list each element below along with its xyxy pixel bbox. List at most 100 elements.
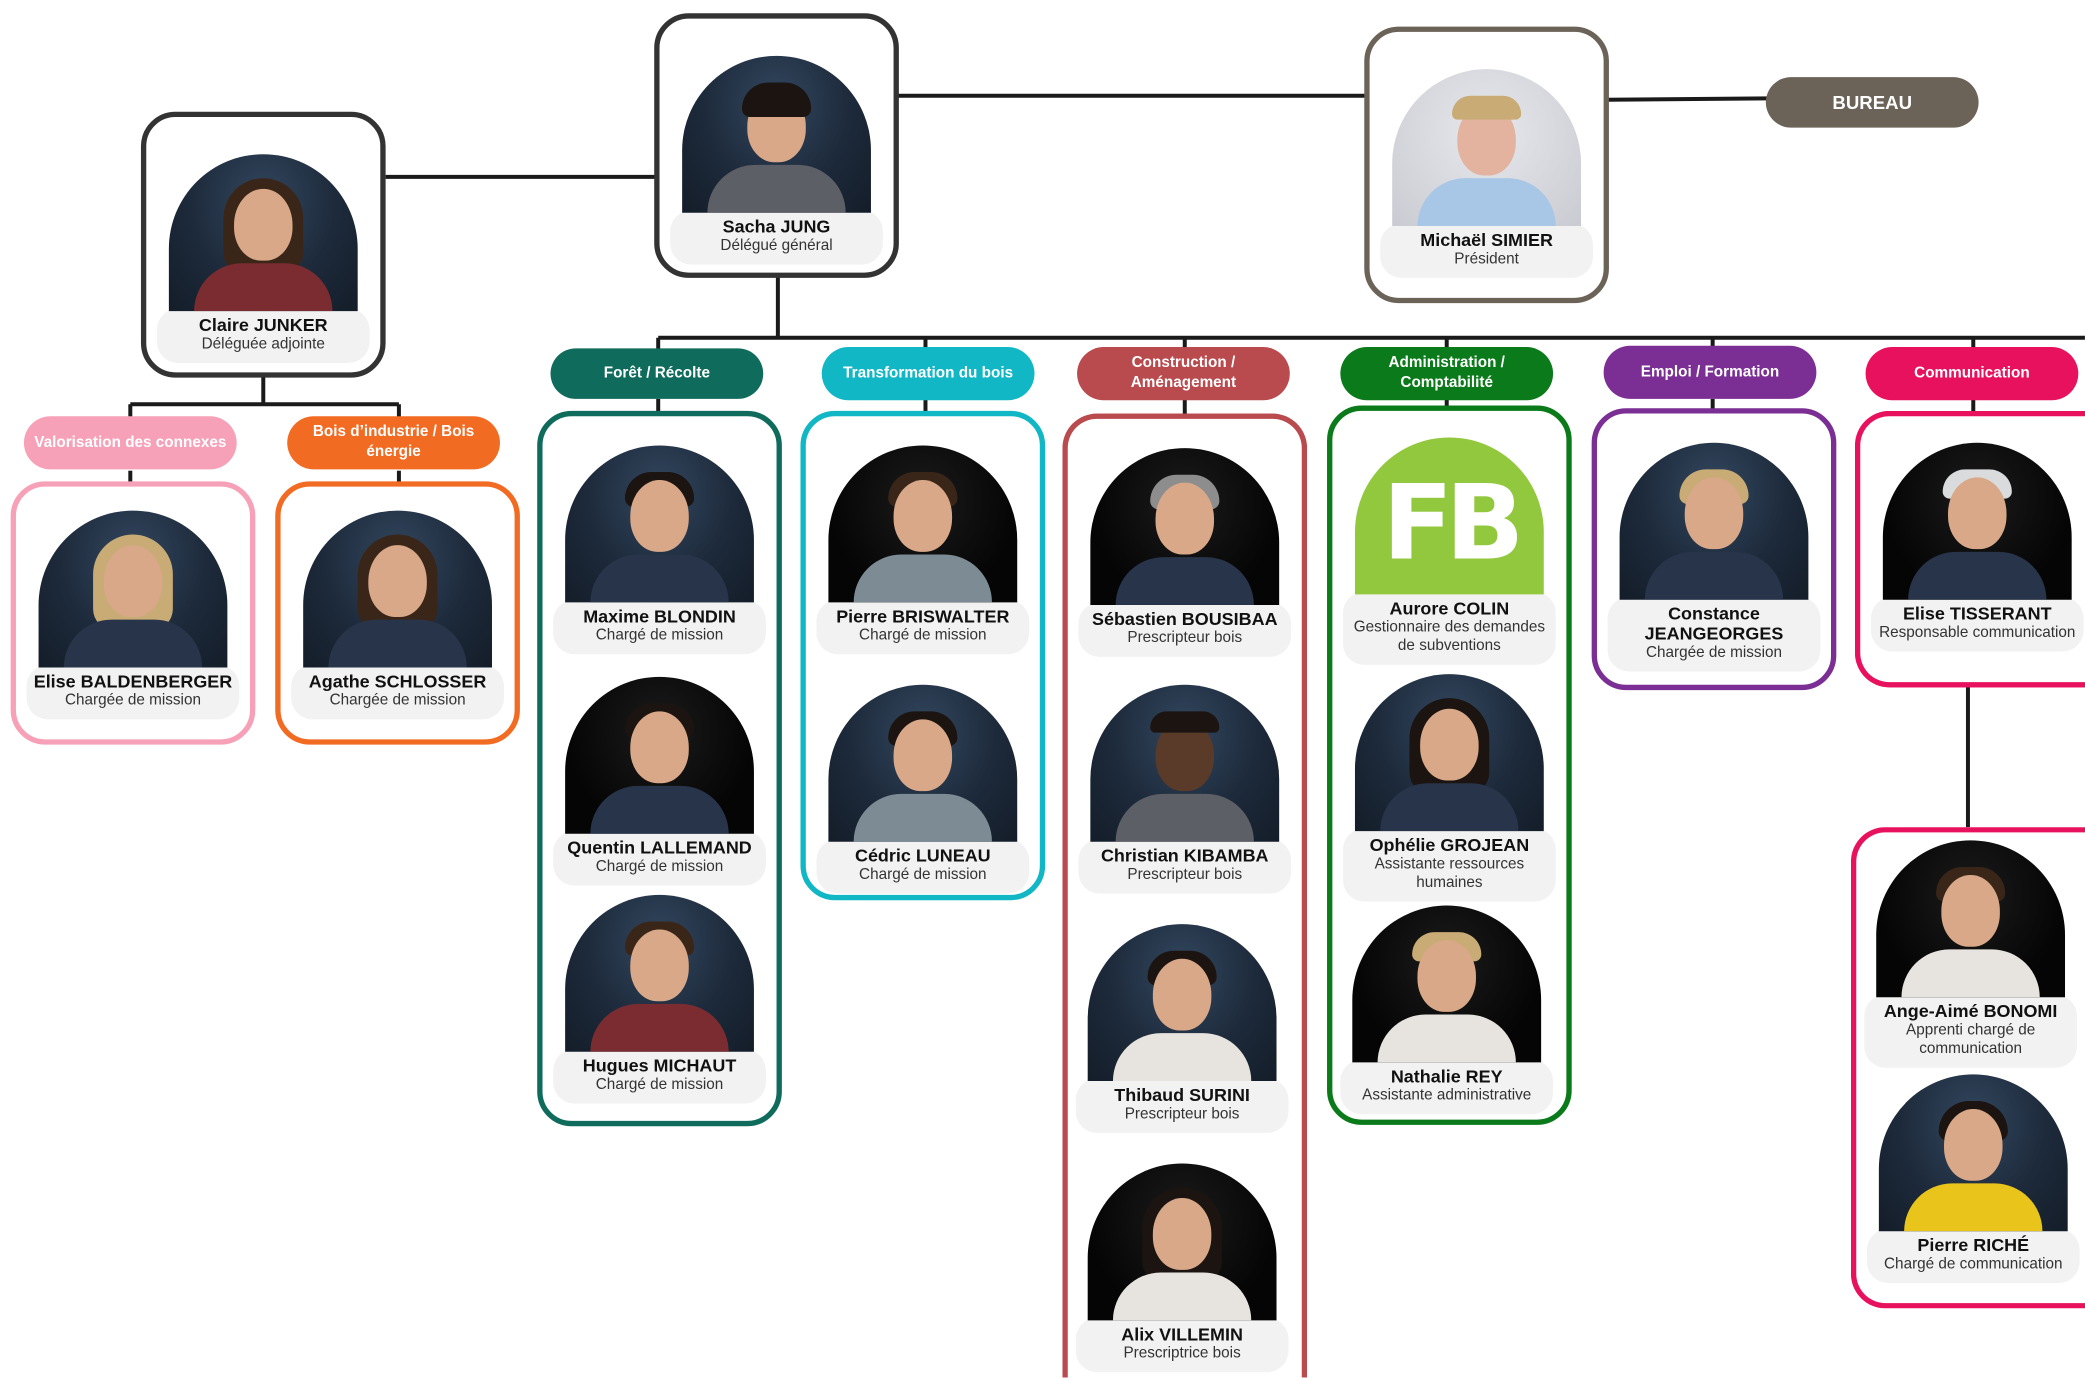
- member-role: Président: [1454, 251, 1519, 268]
- member-photo: [1352, 905, 1542, 1063]
- member-photo: [828, 684, 1018, 842]
- member-role: Chargé de mission: [595, 1077, 724, 1094]
- member-role: Assistante administrative: [1362, 1087, 1532, 1104]
- member-name: Aurore COLIN: [1389, 598, 1510, 619]
- member-name: Maxime BLONDIN: [583, 606, 736, 627]
- member-role: Chargé de mission: [859, 866, 987, 883]
- member-photo: [1087, 1163, 1277, 1321]
- member-role: Gestionnaire des demandes de subventions: [1353, 619, 1546, 655]
- deputy-delegate-photo: [168, 154, 358, 312]
- member-name: Cédric LUNEAU: [854, 845, 991, 866]
- member-role: Chargé de mission: [595, 858, 724, 875]
- member-photo: [1087, 924, 1277, 1082]
- member-name: Ophélie GROJEAN: [1369, 835, 1530, 855]
- dept-label-valorisation: Valorisation des connexes: [23, 416, 237, 470]
- member-name: Constance JEANGEORGES: [1644, 603, 1784, 644]
- member-role: Apprenti chargé de communication: [1906, 1022, 2036, 1058]
- member-role: Chargée de mission: [1645, 644, 1782, 661]
- member-role: Chargée de mission: [64, 692, 201, 709]
- member-name: Sacha JUNG: [722, 216, 831, 237]
- member-photo: [565, 894, 754, 1052]
- member-role: Chargée de mission: [329, 692, 466, 709]
- president-photo: [1392, 69, 1582, 227]
- member-photo: [1619, 442, 1809, 600]
- member-name: Nathalie REY: [1390, 1066, 1503, 1087]
- member-name: Claire JUNKER: [198, 315, 328, 336]
- member-photo: [828, 445, 1018, 603]
- member-name: Pierre RICHÉ: [1917, 1235, 2030, 1256]
- member-photo: [1090, 448, 1280, 606]
- member-photo: [1882, 442, 2072, 600]
- dept-label-administration: Administration / Comptabilité: [1340, 347, 1554, 401]
- member-name: Hugues MICHAUT: [582, 1055, 737, 1076]
- member-name: Elise BALDENBERGER: [33, 671, 233, 692]
- member-photo: [1354, 674, 1544, 832]
- dept-label-construction: Construction / Aménagement: [1077, 347, 1290, 401]
- member-name: Quentin LALLEMAND: [567, 837, 752, 858]
- member-role: Prescripteur bois: [1127, 866, 1243, 883]
- member-role: Déléguée adjointe: [201, 336, 325, 353]
- member-name: Christian KIBAMBA: [1100, 845, 1269, 866]
- bureau-label: BUREAU: [1832, 91, 1913, 114]
- bureau-badge: BUREAU: [1765, 77, 1979, 128]
- member-photo: [303, 510, 492, 668]
- fb-logo-photo: FB: [1354, 437, 1544, 595]
- member-name: Agathe SCHLOSSER: [308, 671, 487, 692]
- member-photo: [1876, 840, 2066, 998]
- member-role: Chargé de mission: [859, 627, 987, 644]
- member-role: Délégué général: [720, 238, 833, 254]
- dept-label-transformation: Transformation du bois: [821, 347, 1035, 401]
- member-role: Chargé de communication: [1884, 1256, 2063, 1273]
- member-photo: [1090, 684, 1280, 842]
- member-name: Elise TISSERANT: [1902, 603, 2052, 624]
- member-name: Michaël SIMIER: [1420, 230, 1553, 250]
- member-role: Prescripteur bois: [1124, 1106, 1240, 1123]
- member-photo: [1878, 1074, 2068, 1232]
- dept-label-emploi: Emploi / Formation: [1603, 345, 1817, 399]
- member-name: Alix VILLEMIN: [1121, 1324, 1243, 1345]
- member-role: Chargé de mission: [595, 627, 724, 644]
- member-name: Ange-Aimé BONOMI: [1883, 1001, 2058, 1022]
- dept-label-foret: Forêt / Récolte: [550, 348, 764, 399]
- dept-label-communication: Communication: [1865, 347, 2079, 401]
- member-name: Thibaud SURINI: [1114, 1085, 1250, 1105]
- member-name: Sébastien BOUSIBAA: [1091, 609, 1278, 629]
- member-photo: [565, 445, 754, 603]
- dept-label-bois-industrie: Bois d’industrie / Bois énergie: [287, 416, 500, 470]
- member-role: Assistante ressources humaines: [1374, 856, 1525, 891]
- member-name: Pierre BRISWALTER: [836, 606, 1010, 627]
- general-delegate-photo: [682, 55, 871, 213]
- member-role: Prescriptrice bois: [1123, 1345, 1241, 1362]
- member-role: Prescripteur bois: [1127, 630, 1243, 647]
- fb-logo-text: FB: [1382, 464, 1524, 584]
